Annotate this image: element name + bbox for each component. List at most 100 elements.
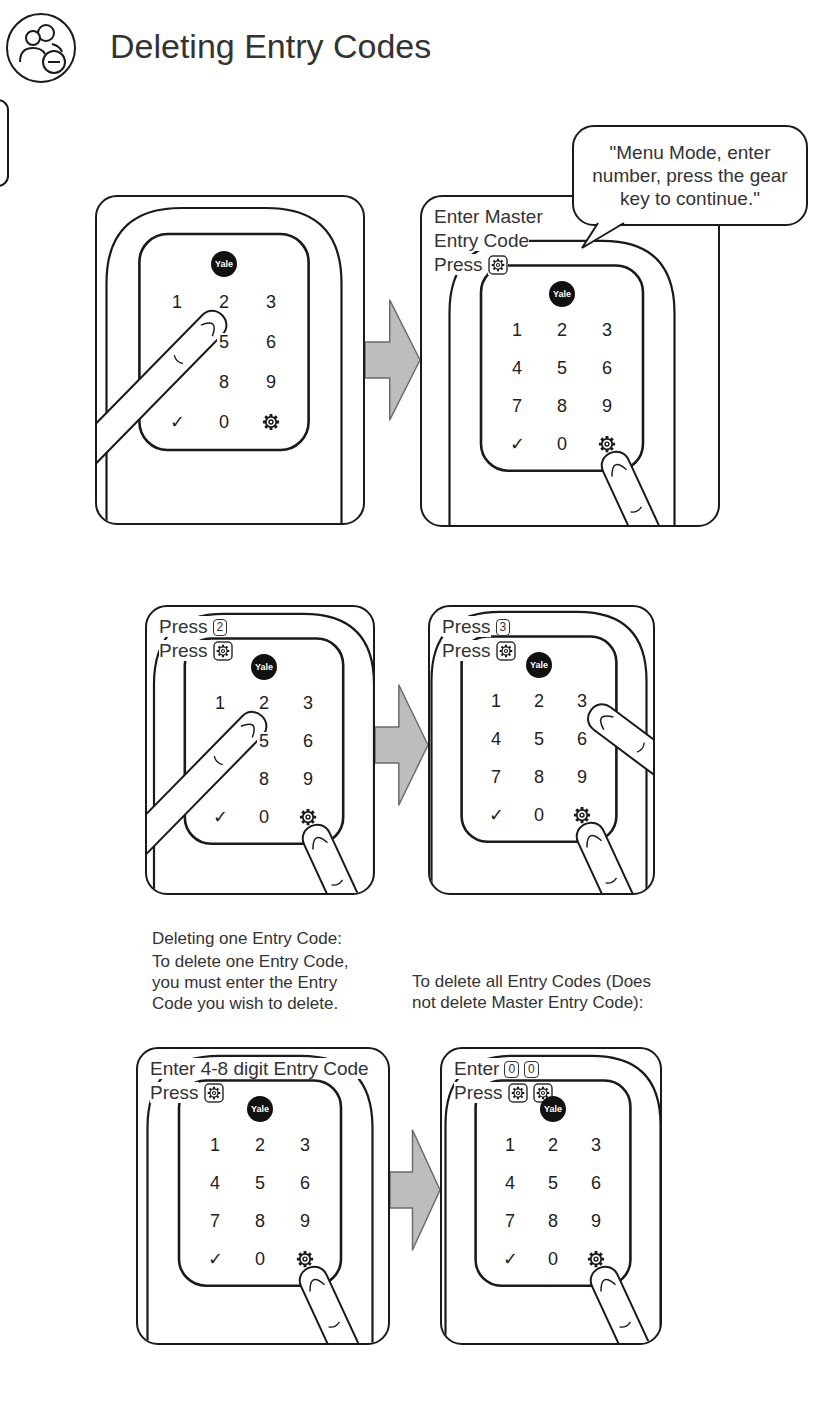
gear-symbol bbox=[599, 436, 615, 452]
bubble-tail bbox=[574, 222, 634, 254]
gear-ring bbox=[502, 647, 510, 655]
keypad-key: 7 bbox=[489, 768, 503, 786]
keypad-key: 0 bbox=[546, 1250, 560, 1268]
keypad-key: ✓ bbox=[168, 413, 187, 431]
note-text: Deleting one Entry Code: bbox=[152, 928, 392, 949]
finger-crease bbox=[332, 880, 343, 885]
gear-hub bbox=[541, 1091, 544, 1094]
keypad-face bbox=[481, 266, 643, 471]
brand-logo: Yale bbox=[540, 1096, 566, 1122]
finger-crease bbox=[631, 507, 642, 512]
edge-frame bbox=[0, 100, 8, 186]
keypad-key: 8 bbox=[532, 768, 546, 786]
keypad-illustration bbox=[97, 197, 365, 525]
keypad-key: 0 bbox=[253, 1250, 267, 1268]
finger-nail bbox=[612, 465, 627, 477]
keypad-key: 5 bbox=[257, 732, 271, 750]
gear-ring bbox=[210, 1089, 218, 1097]
gear-ring bbox=[300, 1254, 310, 1264]
key-frame bbox=[497, 642, 515, 660]
key-frame bbox=[509, 1084, 527, 1102]
gear-symbol bbox=[207, 1087, 220, 1100]
keypad-key: 5 bbox=[546, 1174, 560, 1192]
instruction-line: Press bbox=[434, 253, 584, 277]
keypad-key: 1 bbox=[208, 1136, 222, 1154]
step-panel: Enter Master Entry CodePressYale12345678… bbox=[420, 195, 720, 527]
finger-nail bbox=[587, 836, 602, 848]
keypad-key: 9 bbox=[301, 770, 315, 788]
finger-crease bbox=[174, 355, 183, 363]
keypad-key: 4 bbox=[510, 359, 524, 377]
finger bbox=[97, 311, 226, 496]
instruction-line: Enter00 bbox=[454, 1057, 654, 1081]
keypad-key: 8 bbox=[546, 1212, 560, 1230]
step-panel: Yale1235689✓0 bbox=[95, 195, 365, 525]
keypad-key: ✓ bbox=[501, 1250, 520, 1268]
keypad-key: 9 bbox=[264, 373, 278, 391]
keypad-key: 2 bbox=[546, 1136, 560, 1154]
instruction-text: Enter Master Entry Code bbox=[434, 206, 543, 251]
diagram-title: Deleting Entry Codes bbox=[110, 27, 431, 66]
keypad-key: 0 bbox=[532, 806, 546, 824]
keypad-key: ✓ bbox=[487, 806, 506, 824]
keypad-key: 9 bbox=[589, 1212, 603, 1230]
keypad-key: 6 bbox=[298, 1174, 312, 1192]
gear-ring bbox=[591, 1254, 601, 1264]
instruction-text: Press bbox=[434, 254, 483, 275]
keypad-key: 5 bbox=[253, 1174, 267, 1192]
gear-symbol bbox=[263, 414, 279, 430]
gear-key-icon bbox=[508, 1083, 528, 1103]
instruction-text: Press bbox=[442, 616, 491, 637]
keypad-key: 7 bbox=[510, 397, 524, 415]
instruction-line: Press 2 bbox=[159, 615, 359, 639]
gear-hub bbox=[269, 420, 273, 424]
step-instructions: Enter Master Entry CodePress bbox=[434, 205, 584, 277]
key-frame bbox=[489, 256, 507, 274]
keypad-key: 5 bbox=[217, 333, 231, 351]
keypad-key: 1 bbox=[213, 694, 227, 712]
gear-ring bbox=[494, 261, 502, 269]
instruction-text: Enter 4-8 digit Entry Code bbox=[150, 1058, 369, 1079]
keypad-face bbox=[476, 1081, 631, 1286]
keypad-key: 2 bbox=[217, 293, 231, 311]
icon-minus-circle bbox=[43, 51, 65, 73]
gear-symbol bbox=[216, 645, 229, 658]
instruction-text: Enter bbox=[454, 1058, 499, 1079]
finger-nail bbox=[313, 838, 328, 850]
gear-symbol bbox=[499, 645, 512, 658]
instruction-text: Press bbox=[159, 616, 208, 637]
brand-logo: Yale bbox=[549, 281, 575, 307]
note-text: To delete one Entry Code, you must enter… bbox=[152, 951, 377, 1014]
finger-nail bbox=[310, 1280, 325, 1292]
finger bbox=[303, 825, 375, 895]
instruction-text: Press bbox=[442, 640, 491, 661]
finger-crease bbox=[637, 743, 644, 753]
gear-hub bbox=[496, 263, 499, 266]
key-frame bbox=[214, 642, 232, 660]
step-panel: Enter00PressYale123456789✓0 bbox=[440, 1047, 662, 1345]
gear-hub bbox=[594, 1257, 598, 1261]
icon-head bbox=[26, 31, 40, 45]
keypad-face bbox=[462, 637, 617, 842]
finger-crease bbox=[329, 1322, 340, 1327]
keypad-key: 3 bbox=[298, 1136, 312, 1154]
finger bbox=[300, 1267, 390, 1345]
gear-symbol bbox=[588, 1251, 604, 1267]
keypad-key: 3 bbox=[301, 694, 315, 712]
keypad-key: 1 bbox=[503, 1136, 517, 1154]
finger-nail bbox=[201, 323, 214, 336]
note-text: To delete all Entry Codes (Does not dele… bbox=[412, 971, 652, 1013]
key-glyph: 2 bbox=[213, 619, 228, 636]
instruction-text: Press bbox=[454, 1082, 503, 1103]
gear-ring bbox=[219, 647, 227, 655]
gear-hub bbox=[605, 442, 609, 446]
tail-outline bbox=[582, 223, 624, 248]
lock-escutcheon bbox=[154, 614, 374, 895]
gear-hub bbox=[516, 1091, 519, 1094]
gear-hub bbox=[212, 1091, 215, 1094]
instruction-line: Enter Master Entry Code bbox=[434, 205, 584, 253]
keypad-key: 0 bbox=[257, 808, 271, 826]
flow-arrow bbox=[375, 685, 428, 805]
gear-hub bbox=[306, 815, 310, 819]
